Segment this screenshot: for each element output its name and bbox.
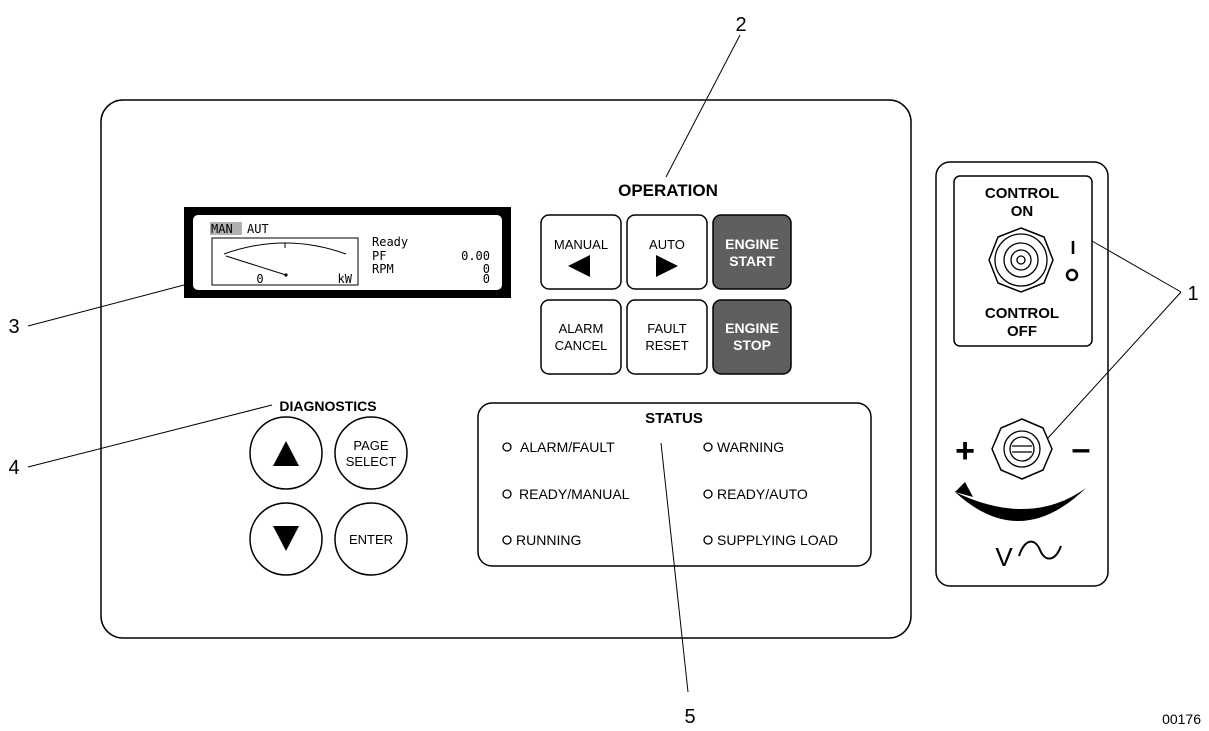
control-toggle-switch[interactable] [988,227,1054,293]
fault-reset-label-1: FAULT [647,321,687,336]
engine-start-label-2: START [729,253,775,269]
figure-id: 00176 [1162,711,1201,727]
status-readout: Ready [372,235,408,249]
led-icon [502,535,512,545]
status-led-running: RUNNING [502,532,581,548]
diagnostics-title: DIAGNOSTICS [279,398,376,414]
rpm-label: RPM [372,262,394,276]
manual-label: MANUAL [554,237,608,252]
left-arrow-icon [568,255,590,277]
callout-5: 5 [684,706,695,728]
ready-manual-label: READY/MANUAL [519,486,630,502]
pf-value: 0.00 [461,249,490,263]
engine-stop-button[interactable]: ENGINE STOP [712,299,792,375]
callout-3: 3 [8,316,19,338]
alarm-cancel-button[interactable]: ALARM CANCEL [540,299,622,375]
status-title: STATUS [645,410,703,427]
control-off-label-1: CONTROL [985,305,1059,322]
engine-stop-label-2: STOP [733,337,771,353]
status-led-ready-auto: READY/AUTO [703,486,808,502]
page-select-label-2: SELECT [346,454,397,469]
adjust-arc-icon [955,488,1086,522]
down-button[interactable] [249,502,323,576]
adjust-arc-tip-icon [955,482,973,497]
supplying-load-label: SUPPLYING LOAD [717,532,838,548]
meter-unit: kW [338,272,353,286]
control-off-label-2: OFF [1007,323,1037,340]
pf-label: PF [372,249,386,263]
control-on-label-2: ON [1011,203,1034,220]
meter-pivot [284,273,288,277]
kw-value: 0 [483,272,490,286]
running-label: RUNNING [516,532,581,548]
page-select-label-1: PAGE [353,438,388,453]
alarm-cancel-label-1: ALARM [559,321,604,336]
on-symbol: I [1070,238,1075,258]
callout-leaders [27,34,1182,693]
status-led-supplying-load: SUPPLYING LOAD [703,532,838,548]
engine-start-button[interactable]: ENGINE START [712,214,792,290]
engine-start-label-1: ENGINE [725,236,779,252]
led-icon [703,442,713,452]
up-arrow-icon [273,441,299,466]
alarm-fault-label: ALARM/FAULT [520,439,615,455]
led-icon [502,442,512,452]
engine-stop-label-1: ENGINE [725,320,779,336]
ready-auto-label: READY/AUTO [717,486,808,502]
off-symbol-icon [1065,268,1079,282]
callout-1: 1 [1187,283,1198,305]
mode-man-label: MAN [211,222,233,236]
auto-button[interactable]: AUTO [626,214,708,290]
right-arrow-icon [656,255,678,277]
callout-4: 4 [8,457,19,479]
auto-label: AUTO [649,237,685,252]
status-led-warning: WARNING [703,439,784,455]
fault-reset-button[interactable]: FAULT RESET [626,299,708,375]
display-screen [193,215,502,290]
rpm-value: 0 [483,262,490,276]
plus-symbol: + [955,432,975,470]
down-arrow-icon [273,526,299,551]
control-on-label-1: CONTROL [985,185,1059,202]
minus-symbol: – [1072,430,1091,468]
status-led-alarm-fault: ALARM/FAULT [502,439,615,455]
meter-value: 0 [256,272,263,286]
callout-2: 2 [735,14,746,36]
alarm-cancel-label-2: CANCEL [555,338,608,353]
mode-aut-label: AUT [247,222,269,236]
meter-frame [211,237,359,286]
page-select-button[interactable]: PAGE SELECT [334,416,408,490]
led-icon [703,535,713,545]
voltage-adjust-knob[interactable] [991,418,1053,480]
warning-label: WARNING [717,439,784,455]
enter-label: ENTER [349,532,393,547]
operation-title: OPERATION [618,181,718,200]
up-button[interactable] [249,416,323,490]
status-led-ready-manual: READY/MANUAL [502,486,630,502]
voltage-symbol: V [995,542,1013,572]
meter-needle [225,255,287,276]
enter-button[interactable]: ENTER [334,502,408,576]
ac-wave-icon [1018,540,1062,560]
manual-button[interactable]: MANUAL [540,214,622,290]
led-icon [703,489,713,499]
fault-reset-label-2: RESET [645,338,688,353]
led-icon [502,489,512,499]
mode-man-highlight [210,222,242,235]
